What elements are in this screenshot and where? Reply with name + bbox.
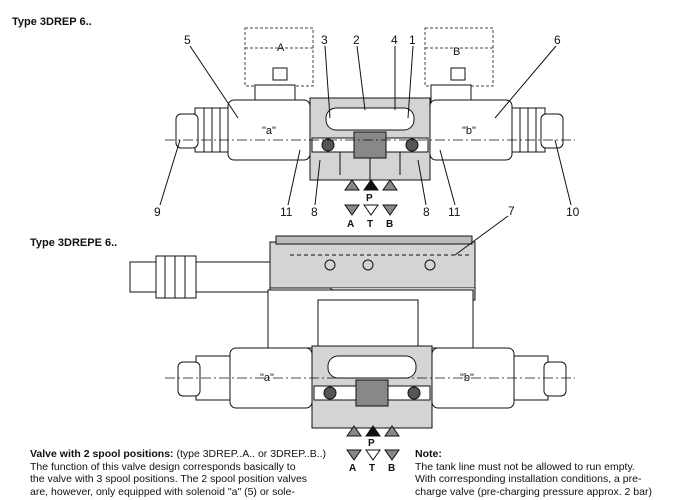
text-left-line: The function of this valve design corres… xyxy=(30,460,296,473)
callout-7: 7 xyxy=(508,204,515,218)
callout-4: 4 xyxy=(391,33,398,47)
port-t-top: T xyxy=(367,219,373,230)
text-right-line: charge valve (pre-charging pressure appr… xyxy=(415,485,652,498)
port-b-top: B xyxy=(386,219,393,230)
heading-type-3drep: Type 3DREP 6.. xyxy=(12,16,92,28)
port-p-bottom: P xyxy=(368,438,375,449)
heading-type-3drepe: Type 3DREPE 6.. xyxy=(30,237,118,249)
callout-11-right: 11 xyxy=(448,205,461,219)
solenoid-a-label: "a" xyxy=(262,125,276,137)
solenoid-a-label-lower: "a" xyxy=(260,372,274,384)
port-p-top: P xyxy=(366,193,373,204)
callout-8-left: 8 xyxy=(311,205,318,219)
callout-6: 6 xyxy=(554,33,561,47)
callout-11-left: 11 xyxy=(280,205,293,219)
manual-override-a xyxy=(175,113,199,149)
text-left-line: are, however, only equipped with solenoi… xyxy=(30,485,295,498)
text-right-line: The tank line must not be allowed to run… xyxy=(415,460,635,473)
port-a-bottom: A xyxy=(349,463,356,474)
text-right-line: With corresponding installation conditio… xyxy=(415,473,642,486)
connector-b-label: B xyxy=(453,46,460,58)
callout-9: 9 xyxy=(154,205,161,219)
solenoid-b-label: "b" xyxy=(462,125,476,137)
callout-10: 10 xyxy=(566,205,580,219)
solenoid-b-label-lower: "b" xyxy=(460,372,474,384)
text-left-title: Valve with 2 spool positions: xyxy=(30,448,174,460)
callout-8-right: 8 xyxy=(423,205,430,219)
manual-override-b xyxy=(540,113,564,149)
port-a-top: A xyxy=(347,219,354,230)
diagram-3drepe: "a" "b" P A T B 7 xyxy=(129,204,575,474)
electronics-plug xyxy=(129,261,157,293)
text-right-title: Note: xyxy=(415,448,442,460)
connector-a-label: A xyxy=(277,42,285,54)
text-right: Note: The tank line must not be allowed … xyxy=(415,448,695,498)
callout-5: 5 xyxy=(184,33,191,47)
port-t-bottom: T xyxy=(369,463,375,474)
callout-1: 1 xyxy=(409,33,416,47)
diagram-3drep: A B "a" "b" P A xyxy=(154,27,580,230)
callout-3: 3 xyxy=(321,33,328,47)
text-left: Valve with 2 spool positions: (type 3DRE… xyxy=(30,448,400,498)
callout-2: 2 xyxy=(353,33,360,47)
port-b-bottom: B xyxy=(388,463,395,474)
text-left-title-rest: (type 3DREP..A.. or 3DREP..B..) xyxy=(173,448,327,460)
text-left-line: the valve with 3 spool positions. The 2 … xyxy=(30,473,308,486)
connector-a-box xyxy=(244,27,314,87)
